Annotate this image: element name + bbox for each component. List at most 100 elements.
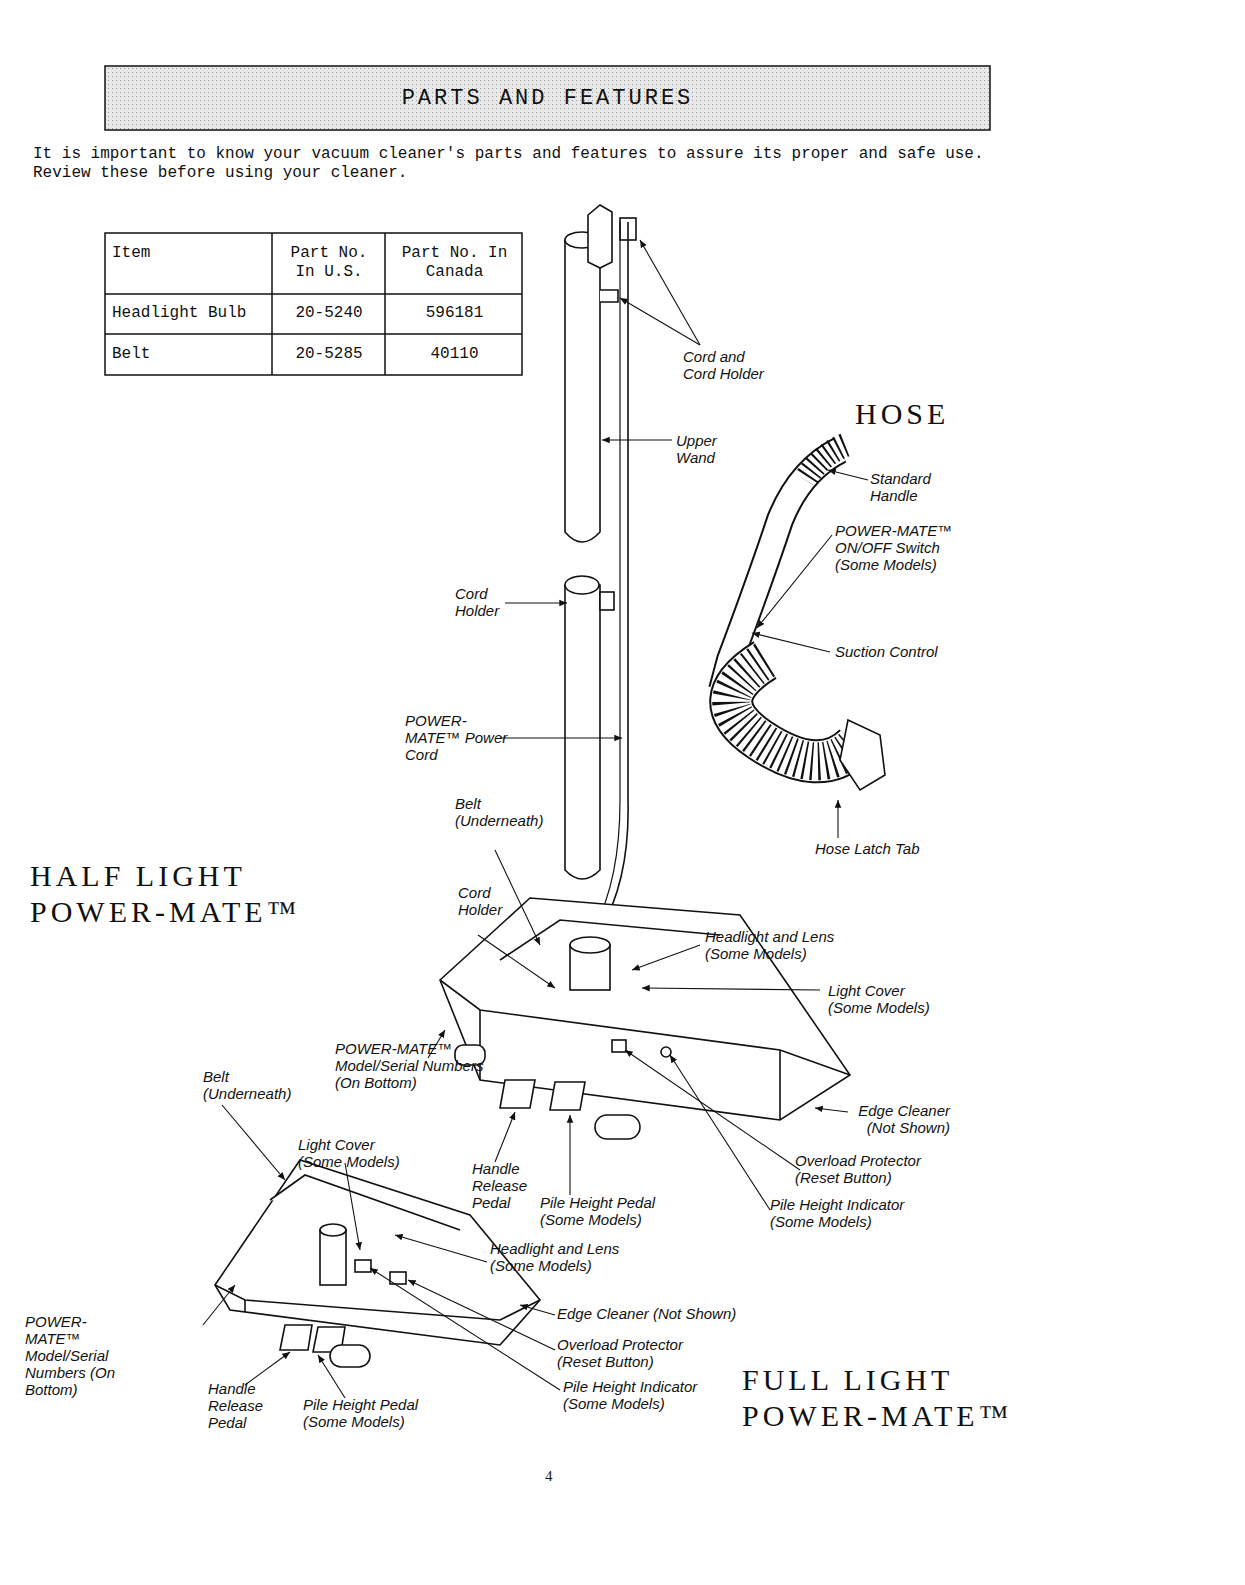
line-art-line <box>384 233 386 375</box>
line-art-g <box>565 205 636 879</box>
line-art-g <box>203 240 868 1398</box>
line-art-path <box>440 980 850 1075</box>
table-cell: 40110 <box>392 345 517 364</box>
line-art-rect <box>595 1115 640 1139</box>
page-title: PARTS AND FEATURES <box>105 66 990 130</box>
callout-label: Belt (Underneath) <box>455 795 557 829</box>
line-art-ellipse <box>570 937 610 953</box>
line-art-line <box>632 945 700 970</box>
table-cell: Headlight Bulb <box>112 304 267 323</box>
callout-label: POWER-MATE™ Model/Serial Numbers (On Bot… <box>335 1040 487 1091</box>
table-cell: Part No. In U.S. <box>279 244 379 282</box>
line-art-path <box>731 660 855 761</box>
table-cell: Belt <box>112 345 267 364</box>
line-art-line <box>520 1305 555 1315</box>
line-art-line <box>105 293 522 295</box>
line-art-line <box>203 1285 235 1325</box>
table-cell: Part No. In Canada <box>392 244 517 282</box>
line-art-line <box>505 602 567 603</box>
line-art-rect <box>105 66 990 130</box>
callout-label: Pile Height Indicator (Some Models) <box>563 1378 725 1412</box>
callout-label: Edge Cleaner (Not Shown) <box>850 1102 950 1136</box>
line-art-line <box>395 1235 487 1262</box>
line-art-line <box>500 737 622 738</box>
callout-label: Pile Height Pedal (Some Models) <box>540 1194 682 1228</box>
line-art-line <box>318 1355 345 1398</box>
line-art-path <box>215 1285 540 1320</box>
line-art-rect <box>320 1230 346 1285</box>
callout-label: Overload Protector (Reset Button) <box>795 1152 937 1186</box>
callout-label: Cord Holder <box>455 585 507 619</box>
intro-text: It is important to know your vacuum clea… <box>33 145 998 183</box>
line-art-circle <box>661 1047 671 1057</box>
line-art-rect <box>105 233 522 375</box>
callout-label: Standard Handle <box>870 470 952 504</box>
line-art-path <box>244 1300 246 1312</box>
callout-label: Light Cover (Some Models) <box>298 1136 410 1170</box>
callout-label: Hose Latch Tab <box>815 840 920 857</box>
callout-label: Headlight and Lens (Some Models) <box>490 1240 632 1274</box>
section-heading: HALF LIGHT POWER-MATE™ <box>30 858 360 930</box>
line-art-g <box>105 233 522 375</box>
page-number: 4 <box>545 1468 553 1485</box>
callout-label: Headlight and Lens (Some Models) <box>705 928 847 962</box>
line-art-line <box>602 439 672 440</box>
line-art-g <box>440 898 850 1139</box>
line-art-path <box>565 240 600 542</box>
callout-label: Overload Protector (Reset Button) <box>557 1336 699 1370</box>
section-heading: HOSE <box>855 396 949 432</box>
callout-label: Light Cover (Some Models) <box>828 982 940 1016</box>
line-art-path <box>731 660 855 761</box>
callout-label: POWER-MATE™ Model/Serial Numbers (On Bot… <box>25 1313 133 1398</box>
line-art-path <box>565 585 600 879</box>
callout-label: Pile Height Indicator (Some Models) <box>770 1196 932 1230</box>
line-art-path <box>550 1082 585 1110</box>
line-art-path <box>805 445 845 480</box>
line-art-path <box>270 1175 460 1230</box>
line-art-line <box>620 298 700 345</box>
line-art-line <box>640 240 700 345</box>
line-art-line <box>345 1163 360 1250</box>
line-art-line <box>670 1055 770 1210</box>
line-art-path <box>731 660 855 761</box>
line-art-line <box>625 1050 800 1170</box>
callout-label: Handle Release Pedal <box>472 1160 534 1211</box>
line-art-path <box>280 1325 312 1350</box>
line-art-line <box>642 988 820 990</box>
line-art-line <box>828 470 868 480</box>
callout-label: Cord and Cord Holder <box>683 348 773 382</box>
line-art-path <box>500 1080 535 1108</box>
line-art-path <box>840 720 885 790</box>
line-art-line <box>495 850 540 945</box>
callout-label: Suction Control <box>835 643 938 660</box>
callout-label: Pile Height Pedal (Some Models) <box>303 1396 445 1430</box>
table-cell: 596181 <box>392 304 517 323</box>
line-art-line <box>105 333 522 335</box>
line-art-path <box>440 898 850 1120</box>
line-art-line <box>271 233 273 375</box>
line-art-path <box>600 290 618 302</box>
line-art-line <box>495 1112 515 1162</box>
line-art-path <box>779 1050 781 1120</box>
callout-label: POWER-MATE™ ON/OFF Switch (Some Models) <box>835 522 953 573</box>
line-art-line <box>752 633 830 652</box>
line-art-line <box>569 1115 570 1195</box>
callout-label: Belt (Underneath) <box>203 1068 305 1102</box>
table-cell: 20-5285 <box>279 345 379 364</box>
callout-label: Upper Wand <box>676 432 728 466</box>
callout-label: POWER-MATE™ Power Cord <box>405 712 517 763</box>
line-art-rect <box>330 1345 370 1367</box>
line-art-line <box>478 935 555 988</box>
line-art-line <box>837 800 838 838</box>
line-art-ellipse <box>320 1224 346 1236</box>
line-art-rect <box>355 1260 371 1272</box>
line-art-rect <box>612 1040 626 1052</box>
line-art-line <box>815 1108 848 1112</box>
line-art-path <box>588 205 612 268</box>
line-art-line <box>370 1268 560 1390</box>
table-cell: 20-5240 <box>279 304 379 323</box>
line-art-rect <box>600 592 614 610</box>
line-art-line <box>222 1105 285 1180</box>
section-heading: FULL LIGHT POWER-MATE™ <box>742 1362 1072 1434</box>
